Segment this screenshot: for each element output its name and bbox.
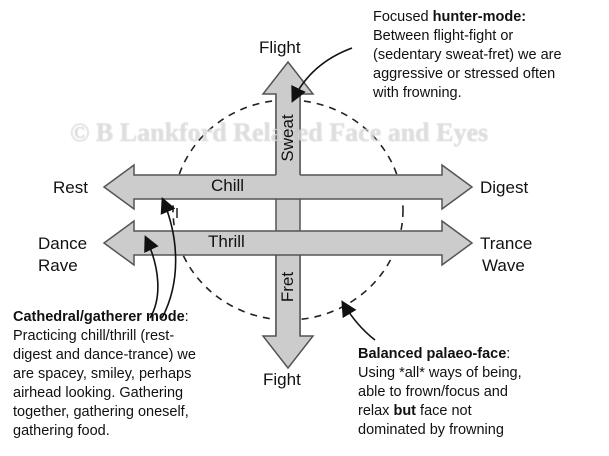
palaeo-note-title: Balanced palaeo-face xyxy=(358,346,507,362)
palaeo-note-text: relax xyxy=(358,403,394,419)
gatherer-note-line: are spacey, smiley, perhaps xyxy=(13,366,192,382)
palaeo-note: Balanced palaeo-face: Using *all* ways o… xyxy=(358,345,522,440)
gatherer-note-line: gathering food. xyxy=(13,423,110,439)
fret-label: Fret xyxy=(278,271,297,303)
hunter-note-intro: Focused xyxy=(373,9,433,25)
chill-label: Chill xyxy=(211,176,245,195)
gatherer-note-colon: : xyxy=(184,309,189,325)
gatherer-note-line: Practicing chill/thrill (rest- xyxy=(13,328,175,344)
hunter-note-heading: Focused hunter-mode: xyxy=(373,8,562,27)
palaeo-pointer xyxy=(341,300,376,341)
flight-label: Flight xyxy=(259,38,301,57)
gatherer-pointer-2 xyxy=(144,235,159,319)
gatherer-note-title: Cathedral/gatherer mode xyxy=(13,309,185,325)
fight-label: Fight xyxy=(263,370,301,389)
gatherer-note-heading: Cathedral/gatherer mode: xyxy=(13,308,196,327)
vertical-overlap-bottom xyxy=(276,256,300,336)
gatherer-note-line: together, gathering oneself, xyxy=(13,404,189,420)
rave-label: Rave xyxy=(38,256,78,275)
sweat-label: Sweat xyxy=(278,114,297,162)
gatherer-note-line: airhead looking. Gathering xyxy=(13,385,184,401)
wave-label: Wave xyxy=(482,256,525,275)
vertical-overlap xyxy=(276,94,300,176)
thrill-arrow xyxy=(102,219,474,267)
gatherer-note-line: digest and dance-trance) we xyxy=(13,347,196,363)
hunter-note-line: aggressive or stressed often xyxy=(373,66,556,82)
palaeo-note-colon: : xyxy=(506,346,511,362)
gatherer-pointer-1 xyxy=(160,197,177,319)
palaeo-note-text: face not xyxy=(416,403,472,419)
trance-label: Trance xyxy=(480,234,533,253)
gatherer-note: Cathedral/gatherer mode: Practicing chil… xyxy=(13,308,196,441)
hunter-pointer xyxy=(291,47,353,103)
palaeo-note-line: dominated by frowning xyxy=(358,422,504,438)
palaeo-note-line: able to frown/focus and xyxy=(358,384,508,400)
palaeo-note-line: Using *all* ways of being, xyxy=(358,365,522,381)
palaeo-note-heading: Balanced palaeo-face: xyxy=(358,345,522,364)
chill-arrow xyxy=(102,163,474,211)
palaeo-note-bold: but xyxy=(393,403,417,419)
rest-label: Rest xyxy=(53,178,88,197)
dance-label: Dance xyxy=(38,234,88,253)
hunter-note-line: (sedentary sweat-fret) we are xyxy=(373,47,562,63)
hunter-note-line: with frowning. xyxy=(373,85,462,101)
hunter-note-title: hunter-mode: xyxy=(432,9,527,25)
palaeo-note-line: relax but face not xyxy=(358,402,522,421)
thrill-label: Thrill xyxy=(208,232,245,251)
hunter-note: Focused hunter-mode: Between flight-figh… xyxy=(373,8,562,103)
watermark: © B Lankford Relaxed Face and Eyes xyxy=(70,118,489,147)
digest-label: Digest xyxy=(480,178,529,197)
hunter-note-line: Between flight-fight or xyxy=(373,28,514,44)
